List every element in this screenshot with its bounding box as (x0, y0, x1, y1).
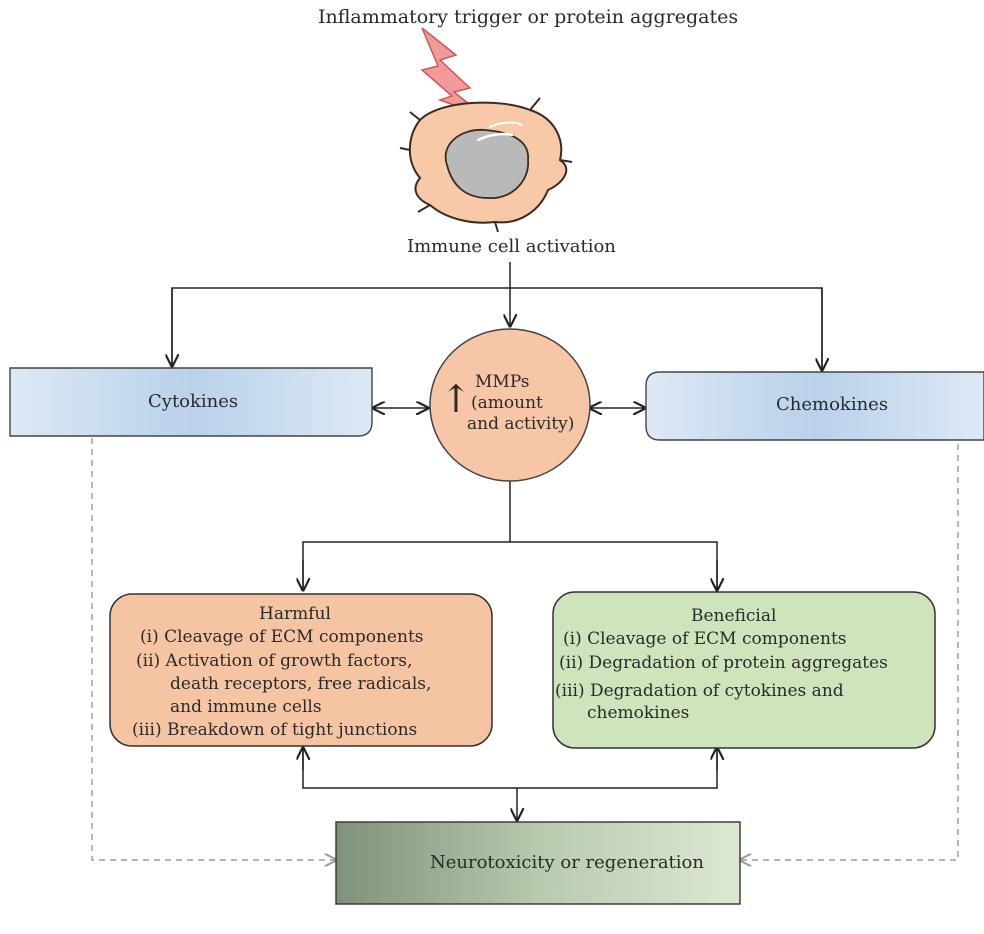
harmful-item-1: (i) Cleavage of ECM components (140, 627, 424, 647)
beneficial-item-3: (iii) Degradation of cytokines and (555, 681, 844, 701)
chemokines-box-shape (645, 371, 984, 441)
connector-bottom-bar (302, 748, 718, 789)
activation-label: Immune cell activation (407, 236, 616, 257)
harmful-box-shape (109, 593, 493, 747)
mmps-circle-shape (429, 328, 591, 482)
harmful-box: Harmful (i) Cleavage of ECM components (… (110, 594, 492, 746)
chemokines-label: Chemokines (776, 394, 889, 415)
cytokines-label: Cytokines (148, 391, 239, 412)
beneficial-box-shape (552, 591, 936, 749)
beneficial-item-3b: chemokines (587, 703, 690, 723)
harmful-item-2: (ii) Activation of growth factors, (136, 651, 413, 671)
beneficial-item-1: (i) Cleavage of ECM components (563, 629, 847, 649)
trigger-label: Inflammatory trigger or protein aggregat… (318, 6, 739, 28)
harmful-item-2b: death receptors, free radicals, (170, 674, 432, 694)
cytokines-box-shape (9, 367, 373, 437)
dashed-chemokines-outcome (740, 444, 959, 860)
beneficial-box: Beneficial (i) Cleavage of ECM component… (553, 592, 935, 748)
outcome-box-shape (335, 821, 741, 905)
outcome-label: Neurotoxicity or regeneration (430, 852, 704, 873)
mmps-line2: (amount (471, 393, 543, 413)
beneficial-title: Beneficial (691, 606, 777, 626)
harmful-title: Harmful (259, 604, 331, 624)
harmful-item-3: (iii) Breakdown of tight junctions (132, 720, 418, 740)
connector-mid-bar (302, 541, 718, 590)
dashed-cytokines-outcome (91, 438, 336, 860)
mmps-line1: MMPs (475, 372, 530, 392)
up-arrow-icon: ↑ (440, 377, 472, 421)
mmps-line3: and activity) (467, 414, 575, 434)
beneficial-item-2: (ii) Degradation of protein aggregates (559, 653, 888, 673)
immune-cell-icon (399, 97, 573, 233)
harmful-item-2c: and immune cells (170, 697, 322, 717)
